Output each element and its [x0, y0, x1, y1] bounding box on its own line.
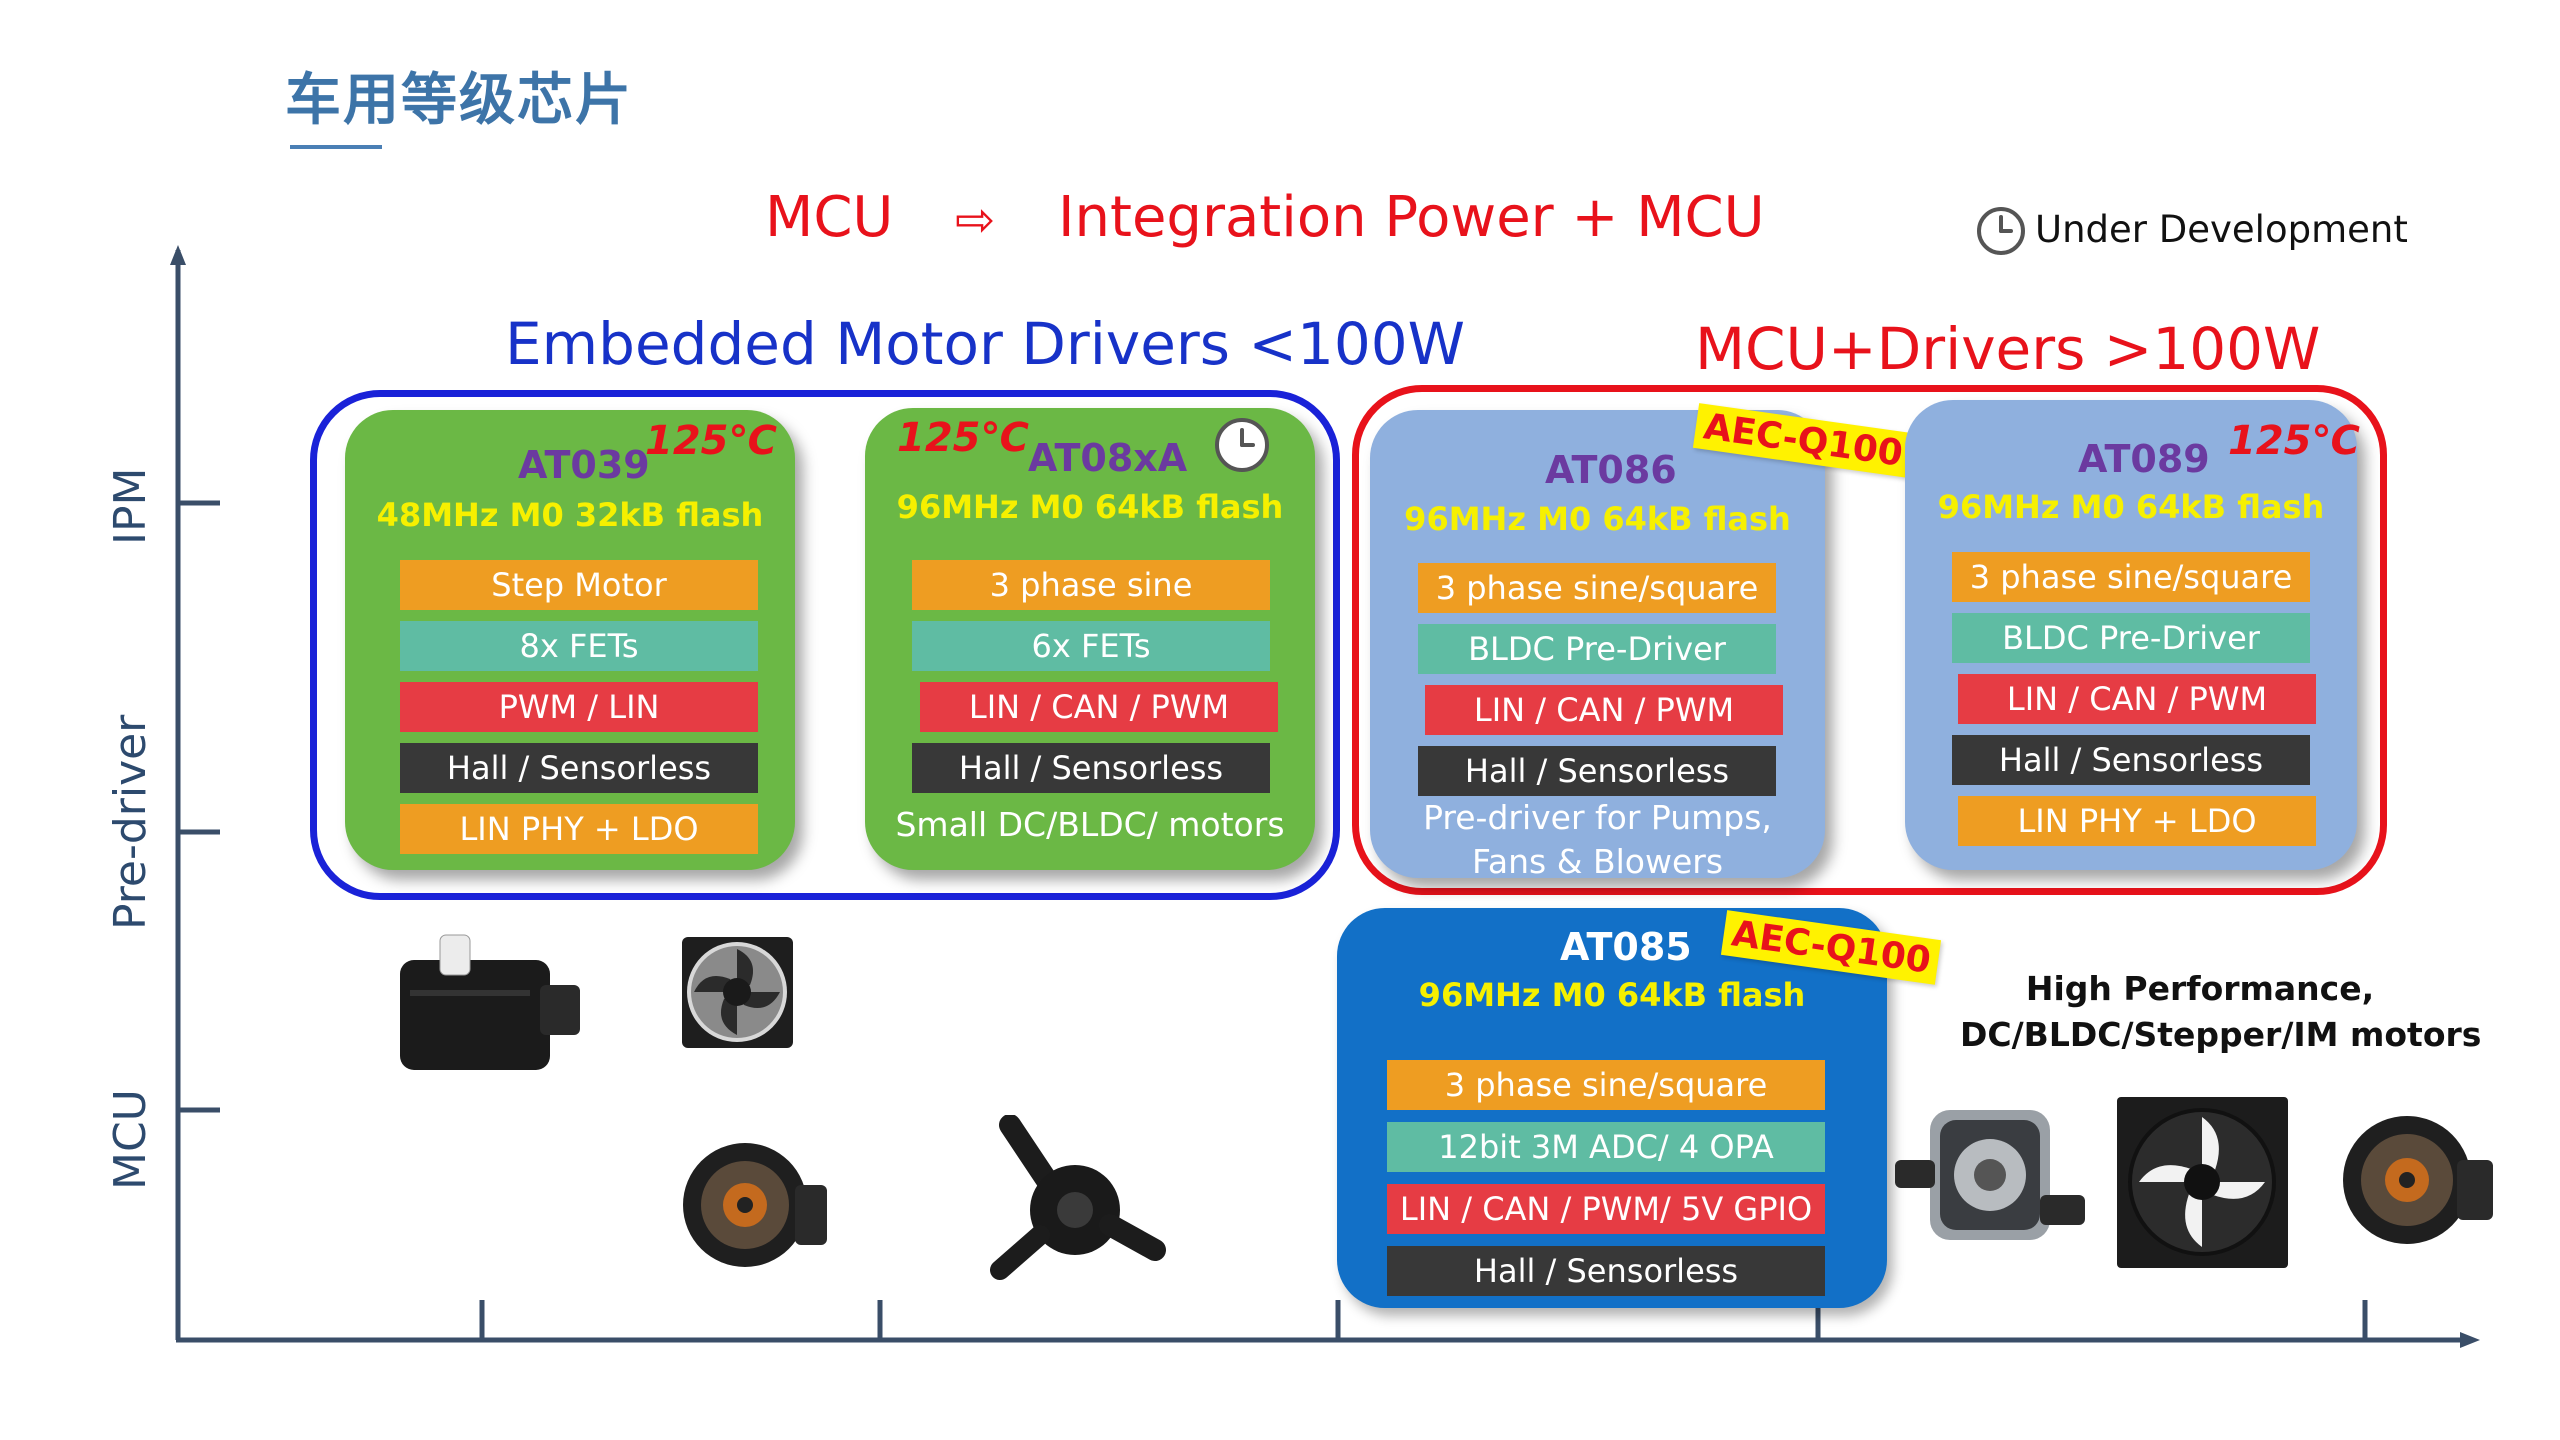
high-performance-line2: DC/BLDC/Stepper/IM motors — [1960, 1015, 2482, 1054]
headline-integration: Integration Power + MCU — [1058, 185, 1765, 250]
chip-spec-at086: 96MHz M0 64kB flash — [1404, 500, 1791, 538]
feature-at085-1: 12bit 3M ADC/ 4 OPA — [1387, 1122, 1825, 1172]
headline-mcu: MCU — [765, 185, 894, 250]
legend-label: Under Development — [2035, 208, 2408, 251]
feature-at089-4: LIN PHY + LDO — [1958, 796, 2316, 846]
under-development-clock-icon — [1215, 418, 1269, 472]
page-title: 车用等级芯片 — [285, 68, 633, 133]
axis-label-mcu: MCU — [105, 1089, 156, 1190]
water-pump-image — [990, 1115, 1166, 1280]
radiator-fan-image — [2117, 1097, 2288, 1268]
feature-at086-3: Hall / Sensorless — [1418, 746, 1776, 796]
feature-at039-3: Hall / Sensorless — [400, 743, 758, 793]
section-title-mcu-drivers: MCU+Drivers >100W — [1695, 315, 2321, 383]
title-underline — [290, 145, 382, 149]
clock-icon — [1977, 207, 2025, 255]
feature-at086-0: 3 phase sine/square — [1418, 563, 1776, 613]
feature-at039-1: 8x FETs — [400, 621, 758, 671]
feature-at086-1: BLDC Pre-Driver — [1418, 624, 1776, 674]
feature-at085-2: LIN / CAN / PWM/ 5V GPIO — [1387, 1184, 1825, 1234]
feature-at08xa-2: LIN / CAN / PWM — [920, 682, 1278, 732]
chip-spec-at08xa: 96MHz M0 64kB flash — [896, 488, 1284, 526]
blower-motor-image — [683, 1143, 827, 1267]
section-title-embedded: Embedded Motor Drivers <100W — [505, 310, 1466, 378]
actuator-image — [400, 934, 580, 1070]
cooling-fan-image — [682, 937, 793, 1048]
temp-rating-at039: 125℃ — [645, 418, 777, 464]
feature-at039-0: Step Motor — [400, 560, 758, 610]
chip-spec-at039: 48MHz M0 32kB flash — [376, 496, 764, 534]
temp-rating-at08xa: 125℃ — [897, 415, 1029, 461]
note-at08xa: Small DC/BLDC/ motors — [895, 805, 1285, 844]
chip-name-at039: AT039 — [518, 443, 650, 487]
group-embedded-drivers — [310, 390, 1340, 900]
blower-motor-image-2 — [2343, 1116, 2493, 1244]
axis-label-predriver: Pre-driver — [105, 714, 156, 930]
chip-name-at086: AT086 — [1545, 448, 1677, 492]
feature-at085-3: Hall / Sensorless — [1387, 1246, 1825, 1296]
chip-name-at089: AT089 — [2078, 437, 2210, 481]
feature-at08xa-3: Hall / Sensorless — [912, 743, 1270, 793]
group-mcu-drivers — [1352, 385, 2387, 895]
chip-spec-at089: 96MHz M0 64kB flash — [1937, 488, 2325, 526]
feature-at089-3: Hall / Sensorless — [1952, 735, 2310, 785]
feature-at086-2: LIN / CAN / PWM — [1425, 685, 1783, 735]
feature-at08xa-1: 6x FETs — [912, 621, 1270, 671]
axis-label-ipm: IPM — [105, 467, 156, 545]
feature-at089-2: LIN / CAN / PWM — [1958, 674, 2316, 724]
temp-rating-at089: 125℃ — [2228, 418, 2360, 464]
chip-name-at08xa: AT08xA — [1028, 436, 1188, 480]
headline-arrow-icon: ⇨ — [955, 192, 996, 248]
high-performance-line1: High Performance, — [2025, 969, 2375, 1008]
feature-at089-0: 3 phase sine/square — [1952, 552, 2310, 602]
chip-name-at085: AT085 — [1560, 925, 1692, 969]
note-at086-line1: Pre-driver for Pumps, — [1423, 798, 1772, 837]
feature-at085-0: 3 phase sine/square — [1387, 1060, 1825, 1110]
feature-at039-2: PWM / LIN — [400, 682, 758, 732]
feature-at039-4: LIN PHY + LDO — [400, 804, 758, 854]
feature-at08xa-0: 3 phase sine — [912, 560, 1270, 610]
feature-at089-1: BLDC Pre-Driver — [1952, 613, 2310, 663]
chip-spec-at085: 96MHz M0 64kB flash — [1418, 976, 1806, 1014]
note-at086-line2: Fans & Blowers — [1471, 842, 1724, 881]
electric-water-pump-image — [1895, 1110, 2085, 1240]
